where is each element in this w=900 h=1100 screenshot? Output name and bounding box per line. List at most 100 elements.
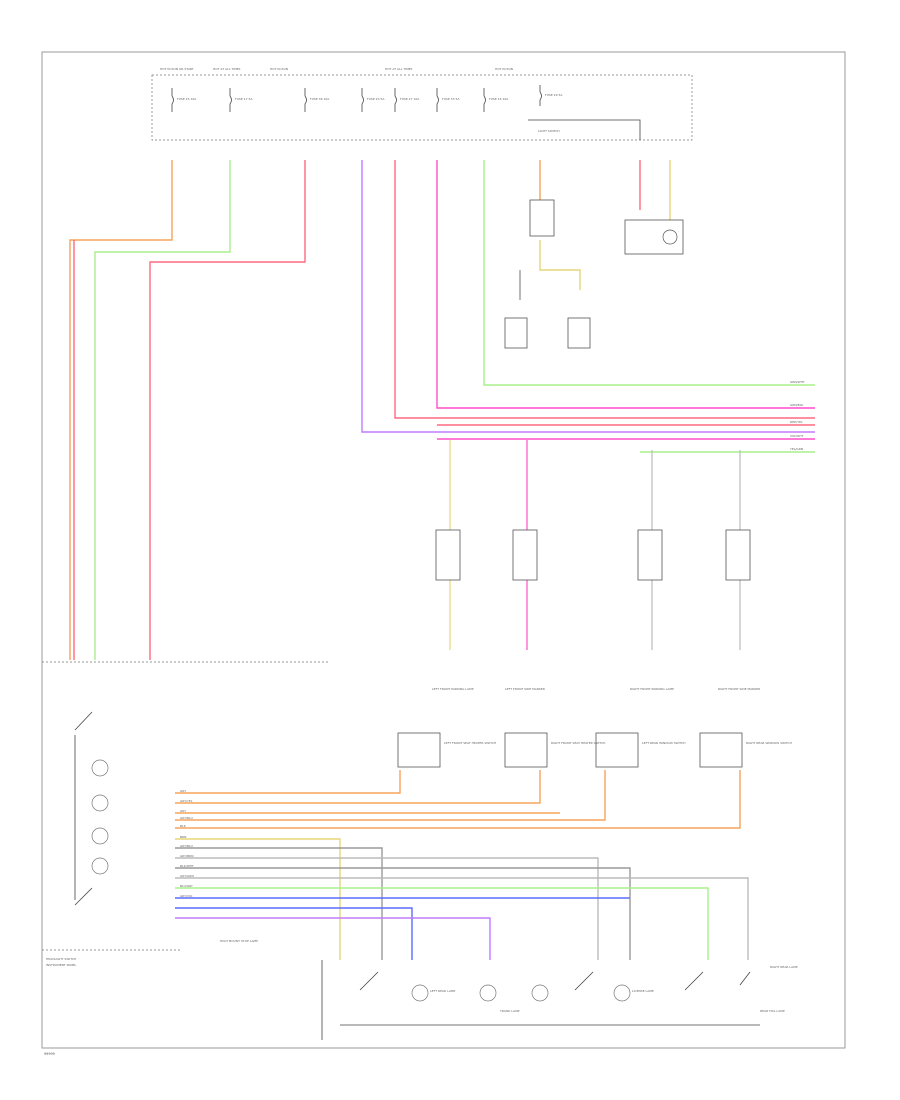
harness-gray-3	[175, 867, 631, 960]
harness-label-8: GRY/BRN	[180, 854, 193, 858]
bottom-label-6: REAR FOG LAMP	[760, 1009, 785, 1013]
fuse-block-label-5: HOT IN RUN	[495, 67, 513, 71]
fuse-box-label: LIGHT SWITCH	[538, 129, 560, 133]
lamp-label-1: LEFT FRONT PARKING LAMP	[432, 687, 474, 691]
harness-label-4: GRY/BLU	[180, 816, 193, 820]
bottom-lamp-4	[613, 984, 631, 1002]
svg-text:FUSE 27 10A: FUSE 27 10A	[400, 97, 420, 101]
fuse-2: FUSE 17 5A	[229, 88, 253, 112]
svg-text:FUSE 33 5A: FUSE 33 5A	[442, 97, 460, 101]
bus-label-1: GRN/WHT	[790, 380, 805, 384]
bottom-row	[321, 960, 760, 1040]
harness-green-1	[175, 887, 709, 960]
svg-text:FUSE 36 10A: FUSE 36 10A	[310, 97, 330, 101]
fuse-6: FUSE 33 5A	[436, 88, 460, 112]
harness-label-12: GRY/VIO	[180, 894, 193, 898]
switch-box-1	[397, 732, 441, 768]
fuse-7: FUSE 16 10A	[483, 88, 509, 112]
svg-text:FUSE 25 10A: FUSE 25 10A	[177, 97, 197, 101]
bottom-lamp-1	[411, 984, 429, 1002]
sub-comp-2	[567, 317, 591, 349]
harness-label-6: BRN	[180, 835, 186, 839]
bottom-switch-2	[574, 971, 594, 991]
lamp-label-2: LEFT FRONT SIDE MARKER	[505, 687, 545, 691]
lamp-3	[637, 529, 663, 581]
fuse-box-inner-line	[528, 119, 641, 140]
footer-code: 99999	[44, 1052, 55, 1056]
bottom-switch-1	[359, 971, 379, 991]
fuse-4: FUSE 20 5A	[361, 88, 385, 112]
flasher-symbol	[662, 229, 678, 245]
bottom-switch-4	[739, 971, 751, 986]
fuse-block-label-3: HOT IN RUN	[270, 67, 288, 71]
switch-box-4	[699, 732, 743, 768]
sub-comp-1	[504, 317, 528, 349]
control-unit-sub: INSTRUMENT PANEL	[46, 963, 76, 967]
harness-label-5: BLK	[180, 824, 187, 828]
lamp-1	[435, 529, 461, 581]
fuse-group: FUSE 25 10A FUSE 17 5A FUSE 36 10A FUSE …	[171, 85, 563, 112]
wire-magenta-bus	[436, 160, 815, 409]
switch-box-2	[504, 732, 548, 768]
cu-indicator-2	[91, 794, 109, 812]
bottom-lamp-3	[531, 984, 549, 1002]
harness	[175, 770, 749, 960]
fuse-5: FUSE 27 10A	[394, 88, 420, 112]
wire-group-main	[69, 160, 815, 660]
harness-blue-2	[175, 907, 413, 960]
switch-label-2: RIGHT FRONT SEAT HEATER SWITCH	[551, 741, 605, 745]
fuse-block-boundary	[151, 74, 693, 141]
fuse-3: FUSE 36 10A	[304, 88, 330, 112]
bus-label-5: YEL/GRN	[790, 447, 803, 451]
harness-yellow-1	[175, 838, 341, 960]
bus-label-2: GRN/BLK	[790, 403, 804, 407]
relay-box	[529, 199, 555, 237]
wire-red-left	[149, 160, 306, 660]
harness-label-7: GRY/BLU	[180, 844, 193, 848]
harness-label-3: GRY	[180, 809, 186, 813]
cu-switch-1	[74, 711, 93, 731]
svg-text:FUSE 17 5A: FUSE 17 5A	[235, 97, 253, 101]
harness-label-10: GRY/GRN	[180, 874, 194, 878]
cu-switch-2	[74, 887, 93, 906]
bottom-label-1: LEFT REAR LAMP	[430, 989, 455, 993]
cu-indicator-4	[91, 857, 109, 875]
lamp-drops	[449, 440, 741, 650]
fuse-block-label-4: HOT AT ALL TIMES	[385, 67, 413, 71]
bottom-switch-3	[684, 971, 704, 991]
harness-gray-4	[175, 877, 749, 960]
harness-label-11: BLU/GRY	[180, 884, 193, 888]
bottom-label-3: LICENSE LAMP	[632, 989, 654, 993]
fuse-block-label-1: HOT IN RUN OR START	[160, 67, 194, 71]
fuse-8: FUSE 29 5A	[539, 85, 563, 106]
harness-label-2: GRY/YEL	[180, 799, 193, 803]
switch-label-3: LEFT REAR WINDOW SWITCH	[642, 741, 686, 745]
wire-green-left	[94, 160, 231, 660]
harness-gray-1	[175, 847, 383, 960]
lamp-label-3: RIGHT FRONT PARKING LAMP	[630, 687, 674, 691]
wire-green-bus	[483, 160, 815, 386]
lamp-2	[512, 529, 538, 581]
harness-label-9: BLK/WHT	[180, 864, 194, 868]
bottom-lamp-2	[479, 984, 497, 1002]
switch-box-3	[595, 732, 639, 768]
harness-orange-4	[175, 770, 606, 821]
lamp-4	[725, 529, 751, 581]
harness-orange-1	[175, 770, 401, 794]
wire-violet-bus	[361, 160, 815, 433]
wire-yellow-sub	[539, 240, 581, 290]
diagram-frame	[41, 51, 846, 1049]
bus-label-3: RED/YEL	[790, 420, 803, 424]
bottom-label-5: HIGH MOUNT STOP LAMP	[220, 939, 258, 943]
bottom-label-2: TRUNK LAMP	[499, 1009, 520, 1013]
harness-orange-2	[175, 770, 541, 804]
cu-indicator-3	[91, 827, 109, 845]
switch-boxes	[397, 732, 743, 768]
switch-label-4: RIGHT REAR WINDOW SWITCH	[746, 741, 792, 745]
svg-text:FUSE 20 5A: FUSE 20 5A	[367, 97, 385, 101]
control-unit-boundary	[42, 661, 330, 951]
switch-label-1: LEFT FRONT SEAT HEATER SWITCH	[444, 741, 496, 745]
harness-label-1: GRY	[180, 789, 186, 793]
fuse-block-label-2: HOT AT ALL TIMES	[213, 67, 241, 71]
